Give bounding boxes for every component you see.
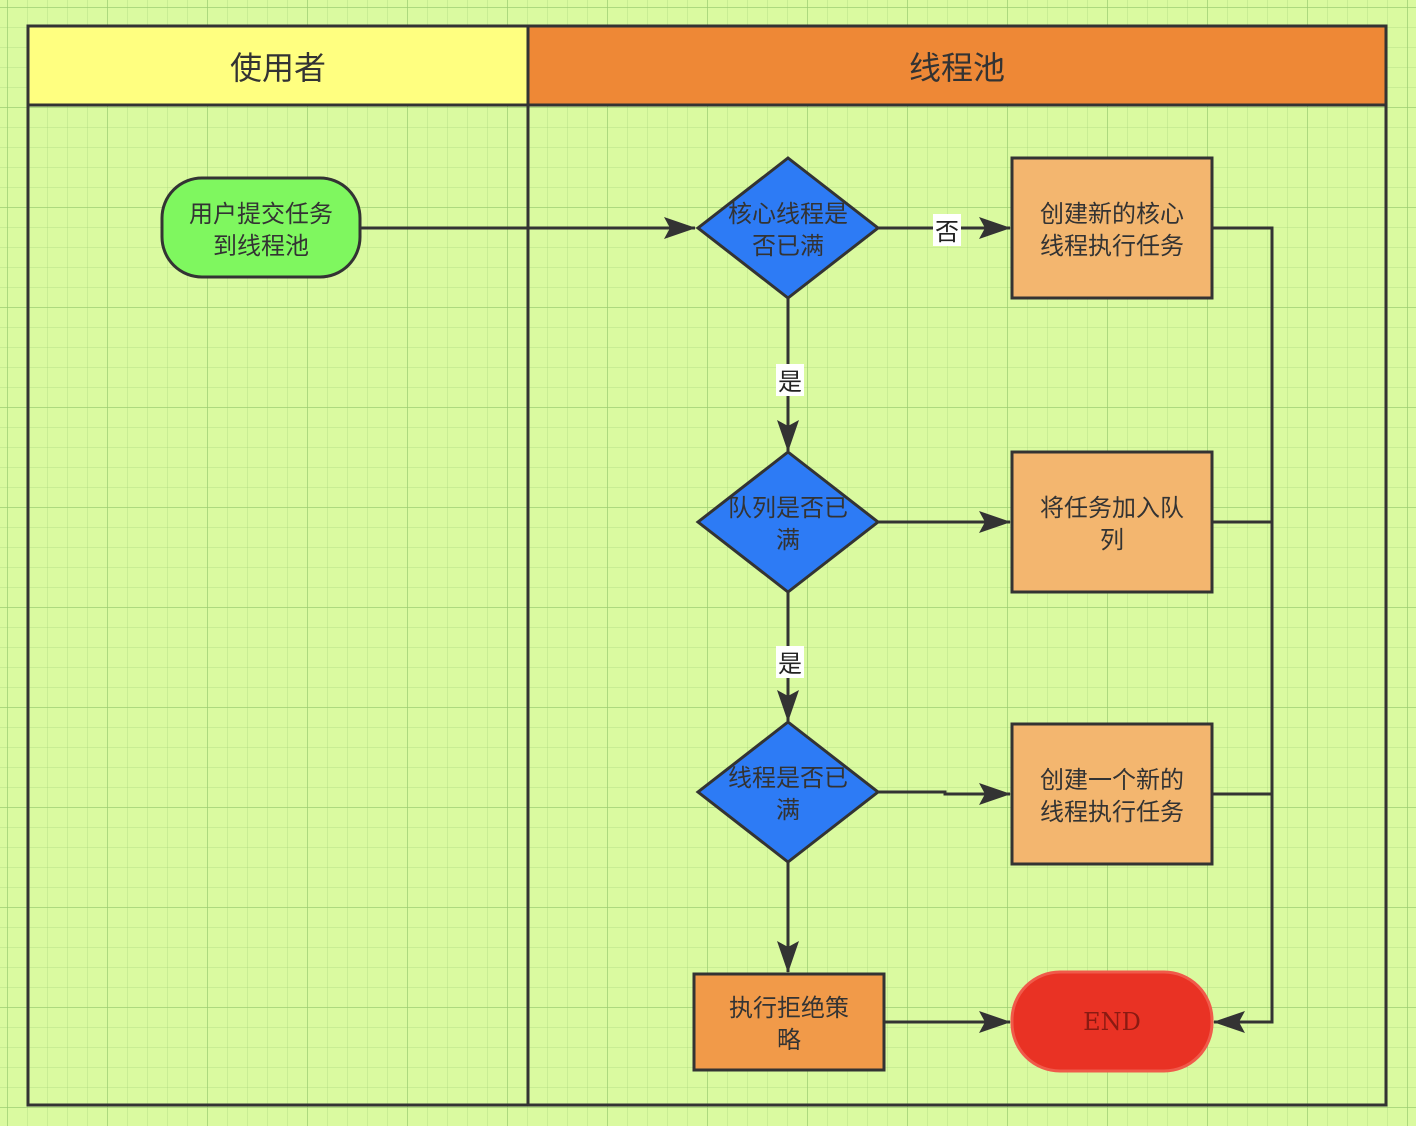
process-add-queue-line-1: 将任务加入队: [1040, 494, 1184, 522]
node-start-line-2: 到线程池: [213, 232, 309, 260]
edge-label-no: 否: [933, 214, 961, 246]
process-create-thread-line-2: 线程执行任务: [1040, 798, 1184, 826]
edge-label-yes-1-text: 是: [778, 368, 802, 396]
lane-header-threadpool: [526, 24, 1388, 107]
lane-header-user: [26, 24, 530, 107]
edge-label-yes-2: 是: [776, 646, 804, 678]
process-add-queue: 将任务加入队 列: [1010, 450, 1214, 594]
decision-core-full: 核心线程是 否已满: [695, 156, 881, 300]
edge-label-yes-2-text: 是: [778, 650, 802, 678]
lane-title-user: 使用者: [230, 49, 326, 87]
lane-title-threadpool: 线程池: [909, 49, 1005, 87]
decision-thread-full-line-1: 线程是否已: [728, 764, 848, 792]
node-start: 用户提交任务 到线程池: [160, 176, 362, 279]
node-start-line-1: 用户提交任务: [189, 200, 333, 228]
edge-create-core-to-end: [1212, 226, 1274, 1033]
edge-label-yes-1: 是: [776, 364, 804, 396]
process-create-thread-line-1: 创建一个新的: [1040, 766, 1184, 794]
swimlane-user: 使用者: [26, 24, 530, 1107]
process-reject-line-1: 执行拒绝策: [729, 994, 849, 1022]
process-reject-line-2: 略: [777, 1026, 801, 1054]
process-add-queue-line-2: 列: [1100, 526, 1124, 554]
decision-thread-full: 线程是否已 满: [695, 720, 881, 864]
decision-queue-full-line-1: 队列是否已: [728, 494, 848, 522]
process-create-core-line-1: 创建新的核心: [1040, 200, 1184, 228]
decision-thread-full-line-2: 满: [776, 796, 800, 824]
swimlane-threadpool: 线程池: [526, 24, 1388, 1107]
process-create-core: 创建新的核心 线程执行任务: [1010, 156, 1214, 300]
process-reject: 执行拒绝策 略: [692, 972, 886, 1072]
edges: [360, 217, 1274, 1033]
node-end: END: [1010, 970, 1214, 1073]
decision-core-full-line-1: 核心线程是: [728, 200, 848, 228]
decision-core-full-line-2: 否已满: [752, 232, 824, 260]
node-end-label: END: [1083, 1008, 1141, 1036]
process-create-core-line-2: 线程执行任务: [1040, 232, 1184, 260]
decision-queue-full-line-2: 满: [776, 526, 800, 554]
lane-body-threadpool: [526, 103, 1388, 1107]
edge-label-no-text: 否: [935, 218, 959, 246]
process-create-thread: 创建一个新的 线程执行任务: [1010, 722, 1214, 866]
edge-thread-full-to-create-thread: [878, 783, 1011, 805]
decision-queue-full: 队列是否已 满: [695, 450, 881, 594]
